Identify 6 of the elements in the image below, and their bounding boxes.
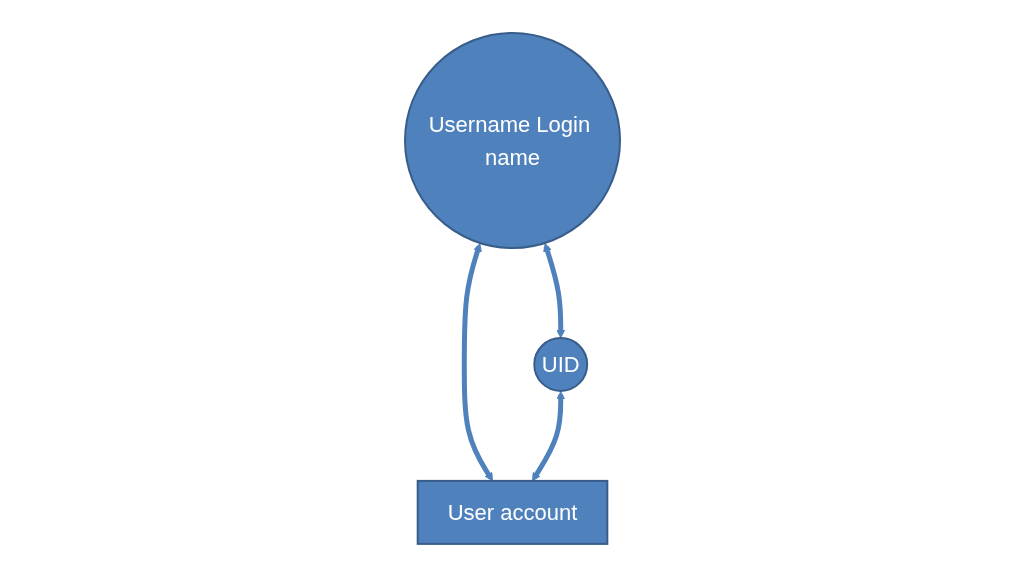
node-circle: UID: [532, 336, 588, 392]
node-box: User account: [416, 479, 608, 545]
node-circle: Username Login name: [403, 31, 621, 249]
arrow: [542, 242, 565, 338]
arrow: [461, 242, 493, 481]
arrow: [531, 390, 565, 481]
